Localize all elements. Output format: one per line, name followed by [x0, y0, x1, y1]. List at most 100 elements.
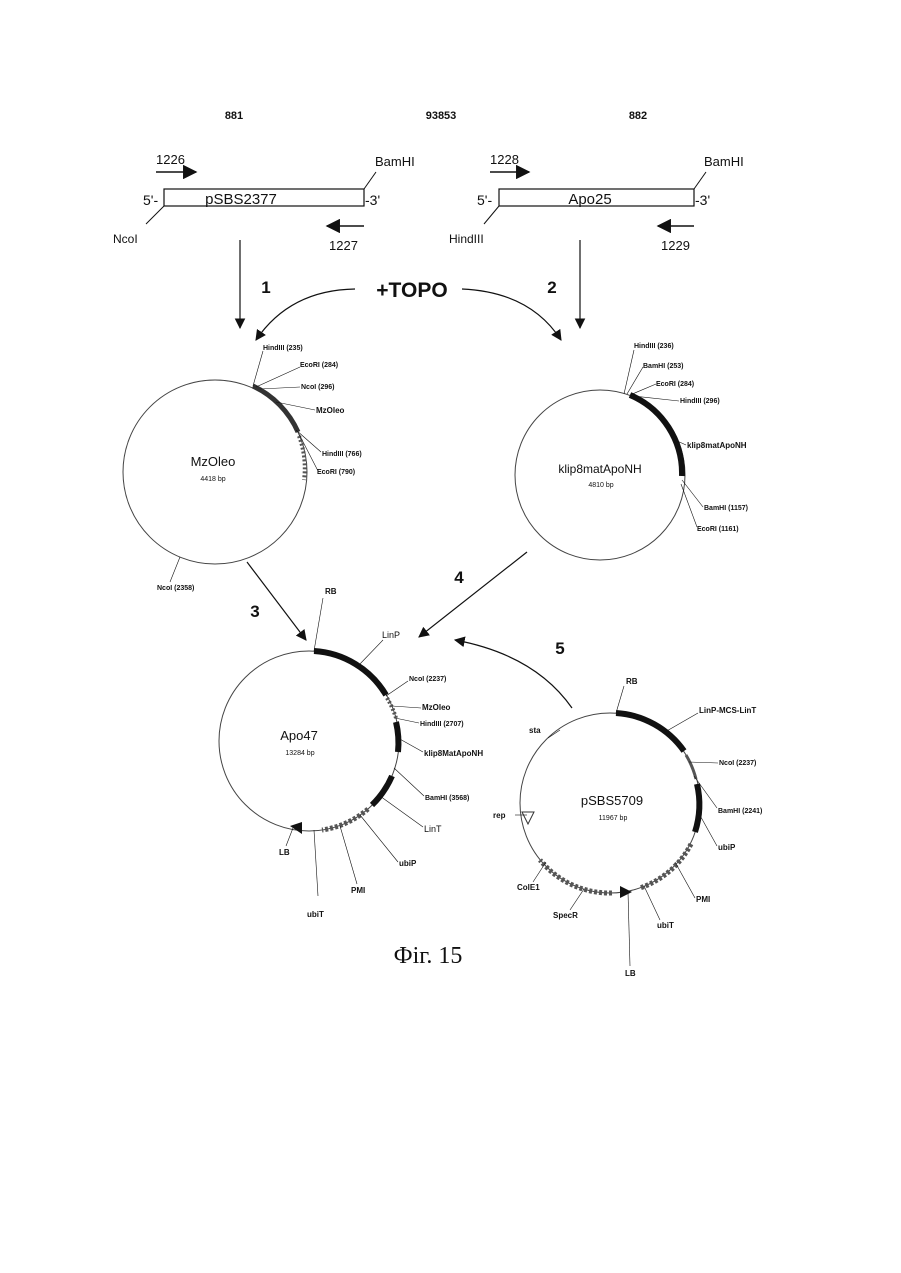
site-label: BamHI (253) — [643, 363, 683, 370]
feature-label: SpecR — [553, 911, 578, 920]
site-label: EcoRI (1161) — [697, 526, 739, 533]
feature-label: LinP — [382, 630, 400, 640]
callout-line — [689, 762, 718, 763]
feature-label: klip8MatApoNH — [424, 749, 483, 758]
feature-label: ubiT — [307, 910, 324, 919]
callout-line — [394, 768, 424, 796]
reverse-primer-label: 1229 — [661, 238, 690, 253]
callout-line — [398, 738, 423, 752]
plasmid-size: 4810 bp — [588, 482, 613, 489]
callout-line — [533, 862, 546, 882]
callout-line — [386, 681, 408, 696]
arrow-step-4 — [419, 552, 527, 637]
feature-label: PMI — [696, 895, 710, 904]
callout-line — [628, 892, 630, 966]
callout-line — [616, 686, 624, 713]
feature-label: ColE1 — [517, 883, 540, 892]
callout-line — [644, 886, 660, 920]
reverse-primer-label: 1227 — [329, 238, 358, 253]
feature-label: ubiT — [657, 921, 674, 930]
fragment-name: pSBS2377 — [205, 191, 277, 208]
header-number-left: 881 — [225, 110, 243, 122]
step-label-5: 5 — [555, 639, 564, 658]
callout-line — [380, 796, 423, 827]
callout-line — [570, 889, 584, 910]
ubip-feature-arc — [695, 784, 699, 832]
plasmid-size: 4418 bp — [200, 476, 225, 483]
arrow-topo-right — [462, 289, 561, 340]
header-number-right: 882 — [629, 110, 647, 122]
three-prime-label: -3' — [365, 192, 380, 208]
step-label-2: 2 — [547, 278, 556, 297]
feature-label: RB — [626, 677, 638, 686]
feature-label: sta — [529, 726, 541, 735]
feature-label: LinT — [424, 824, 442, 834]
speccol-outline — [540, 860, 612, 893]
site-label: HindIII (235) — [263, 345, 303, 352]
callout-line — [681, 484, 697, 527]
site-label: BamHI (3568) — [425, 795, 469, 802]
callout-line — [170, 557, 180, 582]
lint-feature-arc — [372, 776, 392, 805]
callout-line — [286, 828, 293, 846]
callout-line — [624, 350, 634, 394]
plasmid-apo47: Apo47 13284 bp RB LinP NcoI (2237) MzOle… — [219, 587, 483, 919]
site-label: NcoI (296) — [301, 384, 334, 391]
right-site-label: BamHI — [375, 154, 415, 169]
right-site-label: BamHI — [704, 154, 744, 169]
left-site-tick — [484, 206, 499, 224]
fragment-psbs2377: 1226 BamHI 5'- pSBS2377 -3' NcoI 1227 — [113, 152, 415, 253]
mcs-feature-arc — [686, 755, 696, 779]
fragment-name: Apo25 — [568, 191, 611, 208]
callout-line — [260, 387, 300, 389]
callout-line — [548, 730, 560, 738]
lb-marker — [290, 822, 302, 834]
callout-line — [256, 367, 300, 387]
callout-line — [675, 862, 695, 898]
arrow-step-3 — [247, 562, 306, 640]
callout-line — [697, 810, 717, 846]
pmi-outline — [640, 844, 691, 888]
rep-marker — [522, 812, 534, 824]
linp-mcs-lint-arc — [616, 713, 684, 751]
callout-line — [360, 815, 398, 862]
plasmid-name: klip8matApoNH — [558, 462, 641, 476]
klip-feature-arc — [396, 722, 398, 752]
left-site-tick — [146, 206, 164, 224]
figure-caption: Фіг. 15 — [394, 943, 463, 969]
callout-line — [340, 826, 357, 884]
forward-primer-label: 1226 — [156, 152, 185, 167]
step-label-3: 3 — [250, 602, 259, 621]
site-label: HindIII (296) — [680, 398, 720, 405]
callout-line — [358, 640, 383, 666]
plasmid-mzoleo: MzOleo 4418 bp HindIII (235) EcoRI (284)… — [123, 345, 362, 592]
site-label: BamHI (1157) — [704, 505, 748, 512]
callout-line — [392, 706, 421, 708]
site-label: EcoRI (284) — [300, 362, 338, 369]
right-site-tick — [694, 172, 706, 189]
step-label-1: 1 — [261, 278, 270, 297]
site-label: NcoI (2237) — [409, 676, 446, 683]
linp-feature-arc — [314, 651, 386, 695]
site-label: EcoRI (790) — [317, 469, 355, 476]
feature-label: MzOleo — [422, 703, 451, 712]
site-label: NcoI (2237) — [719, 760, 756, 767]
feature-label: LB — [279, 848, 290, 857]
site-label: NcoI (2358) — [157, 585, 194, 592]
callout-line — [630, 384, 656, 395]
feature-label: ubiP — [399, 859, 417, 868]
plasmid-klip8matapo: klip8matApoNH 4810 bp HindIII (236) BamH… — [515, 343, 748, 560]
plasmid-name: MzOleo — [191, 454, 236, 469]
five-prime-label: 5'- — [477, 192, 492, 208]
plasmid-size: 11967 bp — [599, 815, 628, 822]
site-label: HindIII (236) — [634, 343, 674, 350]
feature-label: klip8matApoNH — [687, 441, 747, 450]
feature-label: MzOleo — [316, 406, 345, 415]
fragment-apo25: 1228 BamHI 5'- Apo25 -3' HindIII 1229 — [449, 152, 744, 253]
site-label: HindIII (766) — [322, 451, 362, 458]
ubip-pmi-outline — [322, 809, 368, 830]
arrow-topo-left — [256, 289, 355, 340]
plasmid-name: pSBS5709 — [581, 793, 643, 808]
five-prime-label: 5'- — [143, 192, 158, 208]
